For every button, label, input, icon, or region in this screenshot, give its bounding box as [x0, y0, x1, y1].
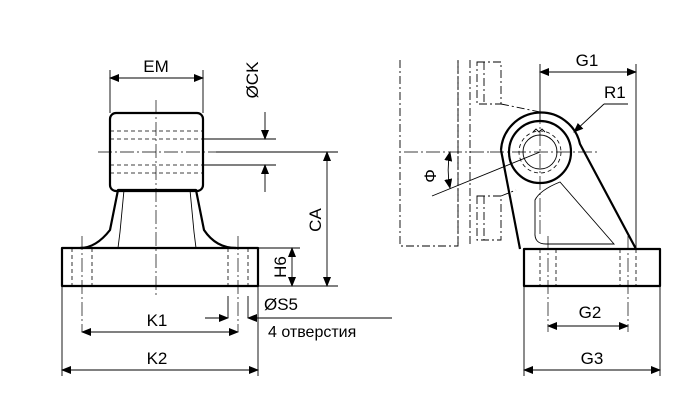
side-bracket-body: [499, 111, 637, 250]
dim-phi: Φ: [421, 169, 440, 183]
dim-s5: ØS5: [264, 295, 298, 314]
front-dimensions: EM ØCK CA H6 ØS5 4 отверстия K1 K2: [61, 57, 392, 376]
dim-h6: H6: [271, 256, 290, 278]
dim-k1: K1: [147, 311, 168, 330]
front-view: [60, 100, 260, 332]
dim-g2: G2: [579, 303, 602, 322]
dim-em: EM: [143, 57, 169, 76]
dim-g3: G3: [581, 349, 604, 368]
dim-ck: ØCK: [243, 61, 262, 99]
holes-note: 4 отверстия: [268, 324, 356, 341]
dim-r1: R1: [604, 83, 626, 102]
side-dimensions: G1 R1 Φ G2 G3: [421, 51, 661, 376]
dim-k2: K2: [147, 349, 168, 368]
front-base-plate: [60, 246, 260, 288]
front-neck: [79, 188, 237, 250]
dim-ca: CA: [306, 208, 325, 232]
phantom-cylinder: [399, 60, 459, 247]
side-base-plate: [522, 247, 662, 288]
dim-g1: G1: [576, 51, 599, 70]
